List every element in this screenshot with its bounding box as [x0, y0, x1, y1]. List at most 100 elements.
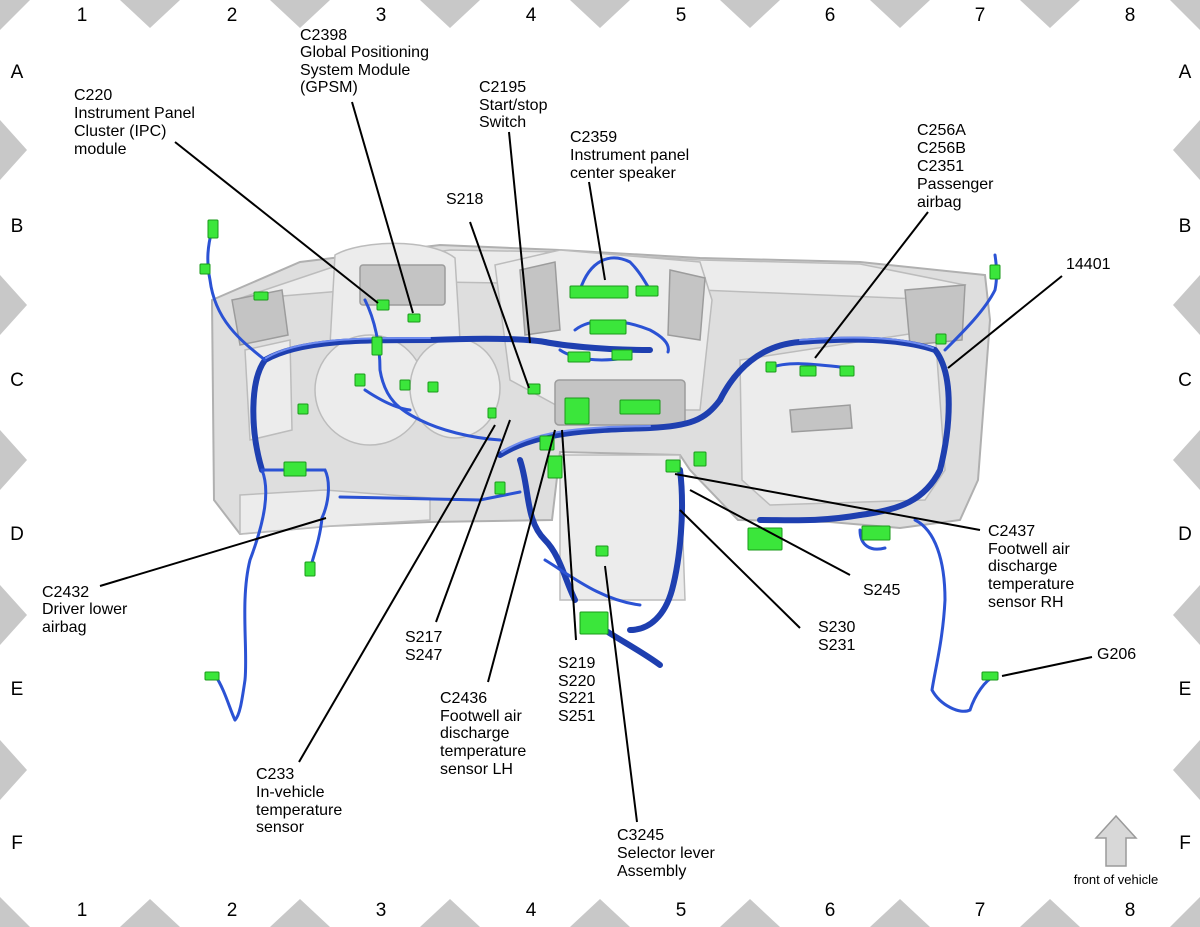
grid-col-7-bottom: 7 — [975, 900, 986, 921]
label-c2195-line2: Start/stop — [479, 97, 548, 114]
label-c2195: C2195 Start/stop Switch — [479, 79, 548, 131]
label-c2436-line2: Footwell air — [440, 708, 522, 725]
leader-lines — [99, 101, 1093, 823]
label-c2436-line5: sensor LH — [440, 761, 513, 778]
label-c220-line3: Cluster (IPC) — [74, 123, 166, 140]
label-c220: C220 Instrument Panel Cluster (IPC) modu… — [74, 87, 195, 158]
grid-col-2: 2 — [227, 5, 238, 26]
grid-row-e: E — [11, 679, 24, 700]
label-c2437-line2: Footwell air — [988, 541, 1070, 558]
grid-row-d-right: D — [1178, 524, 1192, 545]
grid-row-c-right: C — [1178, 370, 1192, 391]
grid-col-5: 5 — [676, 5, 687, 26]
label-c220-line2: Instrument Panel — [74, 105, 195, 122]
front-of-vehicle-indicator: front of vehicle — [1074, 814, 1158, 887]
label-c2436: C2436 Footwell air discharge temperature… — [440, 690, 526, 778]
label-s219-line4: S251 — [558, 708, 595, 725]
label-c2436-line3: discharge — [440, 725, 509, 742]
grid-column-labels-top: 1 2 3 4 5 6 7 8 — [77, 5, 1136, 26]
grid-col-3-bottom: 3 — [376, 900, 387, 921]
label-c2436-line1: C2436 — [440, 690, 487, 707]
grid-row-f: F — [11, 833, 23, 854]
grid-col-3: 3 — [376, 5, 387, 26]
label-c2398-line2: Global Positioning — [300, 44, 429, 61]
grid-col-2-bottom: 2 — [227, 900, 238, 921]
label-c2359-line3: center speaker — [570, 165, 677, 182]
label-c233-line4: sensor — [256, 819, 305, 836]
label-c2437-line5: sensor RH — [988, 594, 1064, 611]
grid-row-f-right: F — [1179, 833, 1191, 854]
label-s218: S218 — [446, 191, 483, 208]
label-s219: S219 S220 S221 S251 — [558, 655, 595, 725]
label-c233: C233 In-vehicle temperature sensor — [256, 766, 342, 836]
grid-col-5-bottom: 5 — [676, 900, 687, 921]
label-c256-line5: airbag — [917, 194, 961, 211]
label-c2437-line3: discharge — [988, 558, 1057, 575]
label-c3245-line1: C3245 — [617, 827, 664, 844]
up-arrow-icon — [1094, 814, 1138, 867]
label-c2359-line1: C2359 — [570, 129, 617, 146]
label-s217-line2: S247 — [405, 647, 442, 664]
connectors — [199, 219, 1001, 681]
label-c220-line1: C220 — [74, 87, 112, 104]
grid-col-4-bottom: 4 — [526, 900, 537, 921]
label-g206: G206 — [1097, 646, 1136, 663]
label-c256: C256A C256B C2351 Passenger airbag — [917, 122, 994, 211]
label-s245: S245 — [863, 582, 900, 599]
label-c2432: C2432 Driver lower airbag — [42, 584, 128, 636]
label-s230-line2: S231 — [818, 637, 855, 654]
grid-row-labels-right: A B C D E F — [1178, 62, 1192, 854]
label-s219-line1: S219 — [558, 655, 595, 672]
grid-col-6-bottom: 6 — [825, 900, 836, 921]
label-c256-line1: C256A — [917, 122, 966, 139]
label-c2195-line1: C2195 — [479, 79, 526, 96]
grid-col-7: 7 — [975, 5, 986, 26]
label-s219-line2: S220 — [558, 673, 595, 690]
label-g206-line1: G206 — [1097, 646, 1136, 663]
grid-row-a: A — [11, 62, 24, 83]
label-s218-line1: S218 — [446, 191, 483, 208]
grid-col-6: 6 — [825, 5, 836, 26]
grid-row-c: C — [10, 370, 24, 391]
grid-row-labels-left: A B C D E F — [10, 62, 24, 854]
label-s219-line3: S221 — [558, 690, 595, 707]
grid-column-labels-bottom: 1 2 3 4 5 6 7 8 — [77, 900, 1136, 921]
label-s217-line1: S217 — [405, 629, 442, 646]
grid-row-d: D — [10, 524, 24, 545]
label-s245-line1: S245 — [863, 582, 900, 599]
label-c2432-line1: C2432 — [42, 584, 89, 601]
grid-row-b-right: B — [1179, 216, 1192, 237]
label-c3245-line2: Selector lever — [617, 845, 715, 862]
label-c2437: C2437 Footwell air discharge temperature… — [988, 523, 1074, 611]
label-c233-line3: temperature — [256, 802, 342, 819]
label-c220-line4: module — [74, 141, 127, 158]
label-c2359: C2359 Instrument panel center speaker — [570, 129, 689, 182]
label-c3245: C3245 Selector lever Assembly — [617, 827, 715, 880]
grid-col-1: 1 — [77, 5, 88, 26]
grid-col-8-bottom: 8 — [1125, 900, 1136, 921]
label-c233-line1: C233 — [256, 766, 294, 783]
label-c2436-line4: temperature — [440, 743, 526, 760]
label-s217: S217 S247 — [405, 629, 442, 664]
grid-row-e-right: E — [1179, 679, 1192, 700]
label-c2437-line1: C2437 — [988, 523, 1035, 540]
grid-row-b: B — [11, 216, 24, 237]
label-14401-line1: 14401 — [1066, 256, 1111, 273]
label-s230: S230 S231 — [818, 619, 855, 654]
label-c2195-line3: Switch — [479, 114, 526, 131]
grid-col-4: 4 — [526, 5, 537, 26]
label-c3245-line3: Assembly — [617, 863, 686, 880]
label-c2432-line3: airbag — [42, 619, 86, 636]
label-c2359-line2: Instrument panel — [570, 147, 689, 164]
grid-col-8: 8 — [1125, 5, 1136, 26]
label-c256-line3: C2351 — [917, 158, 964, 175]
label-c233-line2: In-vehicle — [256, 784, 325, 801]
label-c2398-line1: C2398 — [300, 27, 347, 44]
label-c2398: C2398 Global Positioning System Module (… — [300, 27, 429, 96]
label-c256-line4: Passenger — [917, 176, 994, 193]
grid-col-1-bottom: 1 — [77, 900, 88, 921]
grid-row-a-right: A — [1179, 62, 1192, 83]
label-c2398-line4: (GPSM) — [300, 79, 358, 96]
